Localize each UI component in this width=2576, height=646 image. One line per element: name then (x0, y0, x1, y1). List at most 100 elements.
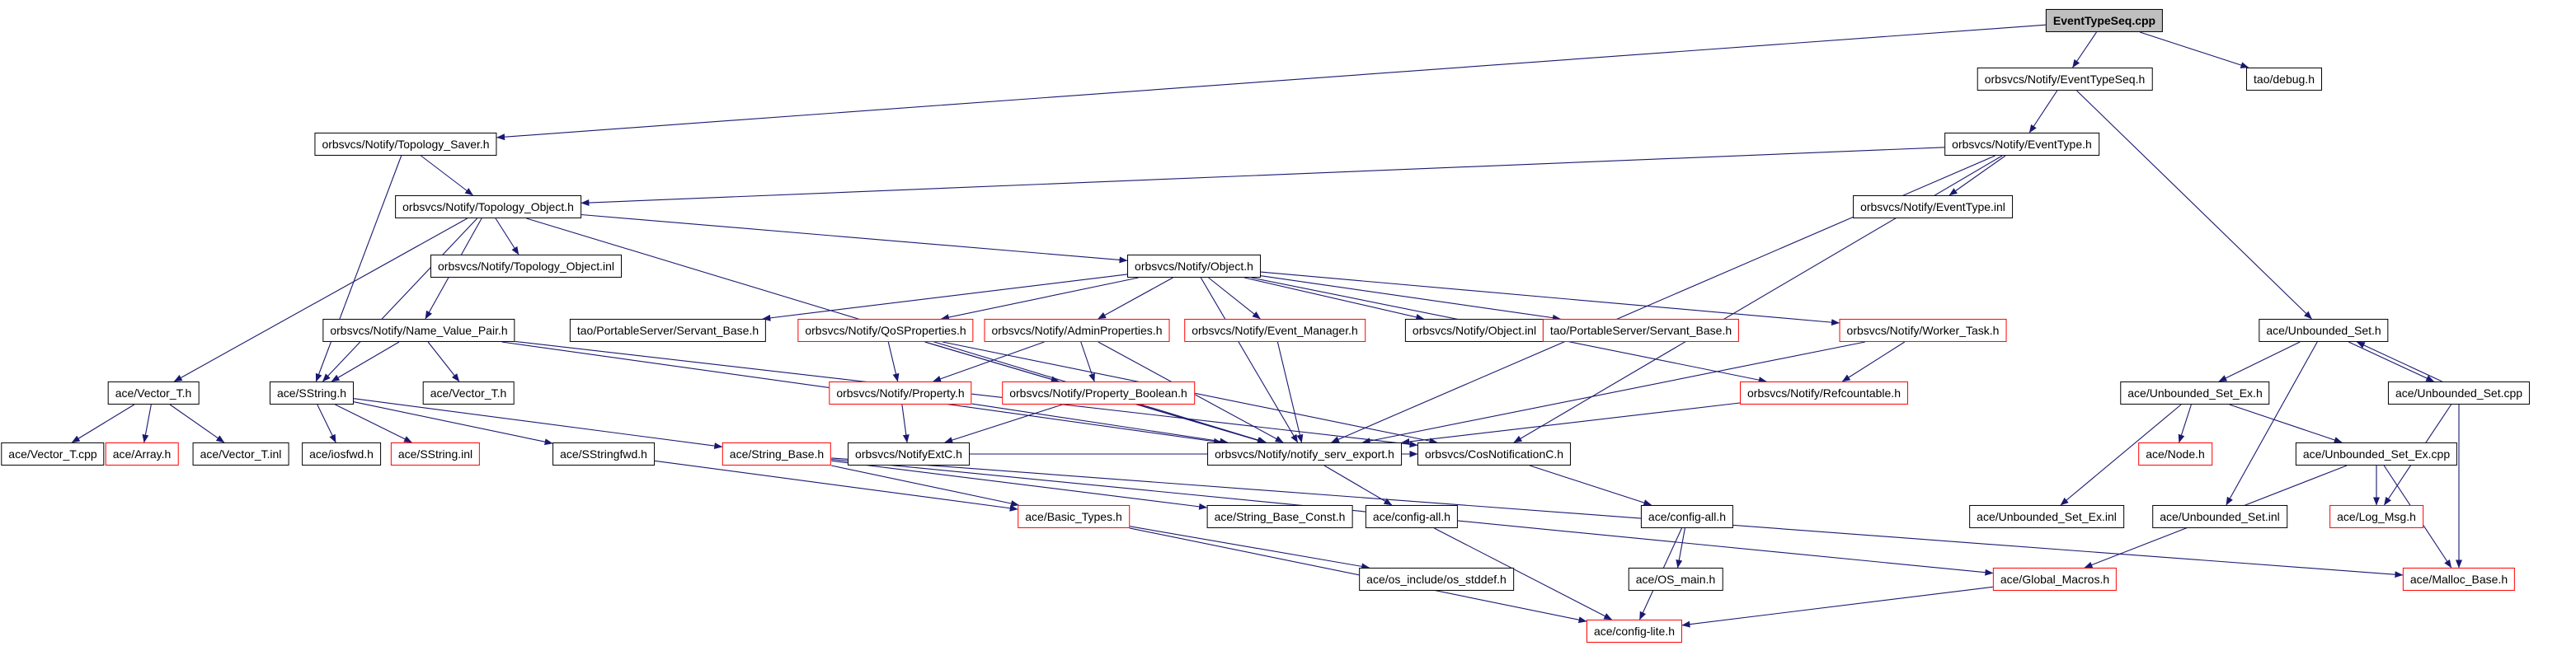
include-edge-cpp-debug (2139, 31, 2249, 68)
graph-node-vtcpp[interactable]: ace/Vector_T.cpp (1, 442, 105, 466)
graph-node-ubsexcpp[interactable]: ace/Unbounded_Set_Ex.cpp (2295, 442, 2458, 466)
graph-node-sstrfwd[interactable]: ace/SStringfwd.h (552, 442, 655, 466)
graph-node-etinl[interactable]: orbsvcs/Notify/EventType.inl (1853, 194, 2013, 219)
include-edge-obj-qos (940, 277, 1139, 321)
graph-node-osmain[interactable]: ace/OS_main.h (1628, 567, 1723, 592)
graph-node-cfga2[interactable]: ace/config-all.h (1640, 504, 1734, 529)
include-edge-ubscpp-ubs (2356, 341, 2442, 382)
graph-node-vt1[interactable]: ace/Vector_T.h (107, 381, 200, 405)
graph-node-array[interactable]: ace/Array.h (105, 442, 179, 466)
graph-node-nvp[interactable]: orbsvcs/Notify/Name_Value_Pair.h (322, 318, 515, 343)
include-edge-bt-cfglite (1129, 527, 1587, 624)
graph-node-sstr[interactable]: ace/SString.h (269, 381, 355, 405)
include-edge-etsh-eth (2028, 90, 2058, 133)
include-edge-em-export (1276, 341, 1304, 443)
graph-node-iosfwd[interactable]: ace/iosfwd.h (302, 442, 381, 466)
include-edge-refc-export (1401, 402, 1741, 445)
graph-node-ubsinl[interactable]: ace/Unbounded_Set.inl (2152, 504, 2287, 529)
include-edge-obj-sb1 (762, 274, 1128, 321)
include-edge-sstr-sstrinl (335, 404, 412, 443)
graph-node-eth[interactable]: orbsvcs/Notify/EventType.h (1944, 132, 2099, 157)
include-edge-obj-export (1200, 277, 1299, 443)
graph-node-node[interactable]: ace/Node.h (2138, 442, 2212, 466)
include-edge-tsaver-tobj (421, 155, 473, 196)
include-edge-obj-wt (1260, 271, 1840, 326)
graph-node-sstrinl[interactable]: ace/SString.inl (390, 442, 481, 466)
include-edge-vt1-vtinl (169, 404, 225, 443)
graph-node-bt[interactable]: ace/Basic_Types.h (1018, 504, 1130, 529)
graph-node-ubscpp[interactable]: ace/Unbounded_Set.cpp (2387, 381, 2531, 405)
graph-node-cfglite[interactable]: ace/config-lite.h (1586, 619, 1683, 644)
include-edge-admin-prop (933, 341, 1045, 382)
include-edge-eth-tobj (581, 147, 1945, 207)
include-edge-eth-etinl (1948, 155, 2006, 196)
include-edge-sstr-sstrfwd (353, 401, 553, 446)
graph-node-extc[interactable]: orbsvcs/NotifyExtC.h (848, 442, 970, 466)
graph-node-prop[interactable]: orbsvcs/Notify/Property.h (829, 381, 972, 405)
graph-node-tsaver[interactable]: orbsvcs/Notify/Topology_Saver.h (314, 132, 497, 157)
include-edge-etsh-ubs (2076, 90, 2312, 320)
graph-node-tobj[interactable]: orbsvcs/Notify/Topology_Object.h (395, 194, 581, 219)
include-edge-strbase-bt (831, 465, 1019, 507)
include-edge-ubs-ubsinl (2226, 341, 2318, 506)
include-edge-ubsex-ubsexinl (2060, 404, 2182, 506)
graph-node-cfga1[interactable]: ace/config-all.h (1365, 504, 1459, 529)
graph-node-malloc[interactable]: ace/Malloc_Base.h (2402, 567, 2516, 592)
include-edge-cfga2-osmain (1676, 527, 1685, 569)
include-edge-strbase-sbc (831, 460, 1208, 510)
graph-node-vtinl[interactable]: ace/Vector_T.inl (192, 442, 289, 466)
include-edge-prop-export (971, 403, 1229, 445)
graph-node-obj[interactable]: orbsvcs/Notify/Object.h (1127, 254, 1261, 279)
include-edge-tobj-obj (581, 213, 1128, 264)
graph-node-sb2[interactable]: tao/PortableServer/Servant_Base.h (1542, 318, 1740, 343)
graph-node-strbase[interactable]: ace/String_Base.h (722, 442, 832, 466)
include-edge-wt-export (1361, 341, 1865, 445)
graph-node-sb1[interactable]: tao/PortableServer/Servant_Base.h (569, 318, 767, 343)
graph-node-em[interactable]: orbsvcs/Notify/Event_Manager.h (1184, 318, 1366, 343)
include-edge-cpp-tsaver (496, 24, 2046, 141)
include-edge-obj-sb2 (1260, 275, 1561, 321)
graph-node-refc[interactable]: orbsvcs/Notify/Refcountable.h (1740, 381, 1908, 405)
graph-node-sbc[interactable]: ace/String_Base_Const.h (1206, 504, 1353, 529)
include-edge-prop-extc (901, 404, 910, 443)
graph-node-vt2[interactable]: ace/Vector_T.h (422, 381, 515, 405)
include-edge-admin-propb (1080, 341, 1095, 382)
include-edge-ubs-ubscpp (2348, 341, 2435, 382)
include-edge-ubs-ubsex (2218, 341, 2301, 382)
include-edge-vt1-vtcpp (71, 404, 135, 443)
graph-node-etsh[interactable]: orbsvcs/Notify/EventTypeSeq.h (1977, 67, 2153, 91)
graph-node-ubsexinl[interactable]: ace/Unbounded_Set_Ex.inl (1969, 504, 2124, 529)
graph-node-tobjinl[interactable]: orbsvcs/Notify/Topology_Object.inl (430, 254, 622, 279)
include-edge-bt-stddef (1129, 526, 1370, 570)
include-edge-ubsex-ubsexcpp (2229, 404, 2343, 443)
include-edge-qos-prop (887, 341, 900, 382)
include-edge-nvp-sstr (331, 341, 400, 382)
include-edge-cpp-etsh (2072, 31, 2097, 68)
graph-node-debug[interactable]: tao/debug.h (2246, 67, 2322, 91)
include-edge-sstrfwd-bt (654, 460, 1018, 512)
include-edge-obj-admin (1098, 277, 1173, 320)
graph-node-cpp: EventTypeSeq.cpp (2045, 8, 2164, 33)
include-edge-tsaver-sstr (315, 155, 402, 382)
include-edge-vt1-array (142, 404, 152, 443)
graph-node-wt[interactable]: orbsvcs/Notify/Worker_Task.h (1839, 318, 2007, 343)
graph-node-export[interactable]: orbsvcs/Notify/notify_serv_export.h (1207, 442, 1402, 466)
include-edge-wt-refc (1841, 341, 1906, 382)
include-edge-gm-cfglite (1681, 586, 1993, 628)
include-edge-cfga1-cfglite (1434, 527, 1613, 620)
graph-node-admin[interactable]: orbsvcs/Notify/AdminProperties.h (984, 318, 1170, 343)
graph-node-propb[interactable]: orbsvcs/Notify/Property_Boolean.h (1002, 381, 1195, 405)
graph-node-cosn[interactable]: orbsvcs/CosNotificationC.h (1417, 442, 1572, 466)
graph-node-ubs[interactable]: ace/Unbounded_Set.h (2259, 318, 2389, 343)
graph-node-objinl[interactable]: orbsvcs/Notify/Object.inl (1404, 318, 1544, 343)
graph-node-logmsg[interactable]: ace/Log_Msg.h (2329, 504, 2423, 529)
include-edge-tobj-tobjinl (495, 218, 519, 255)
include-edge-nvp-vt2 (427, 341, 460, 382)
graph-node-ubsex[interactable]: ace/Unbounded_Set_Ex.h (2120, 381, 2270, 405)
graph-node-stddef[interactable]: ace/os_include/os_stddef.h (1359, 567, 1514, 592)
graph-node-qos[interactable]: orbsvcs/Notify/QoSProperties.h (797, 318, 974, 343)
graph-node-gm[interactable]: ace/Global_Macros.h (1992, 567, 2118, 592)
include-edge-obj-objinl (1244, 277, 1425, 321)
include-edge-tobj-vt1 (173, 218, 468, 382)
